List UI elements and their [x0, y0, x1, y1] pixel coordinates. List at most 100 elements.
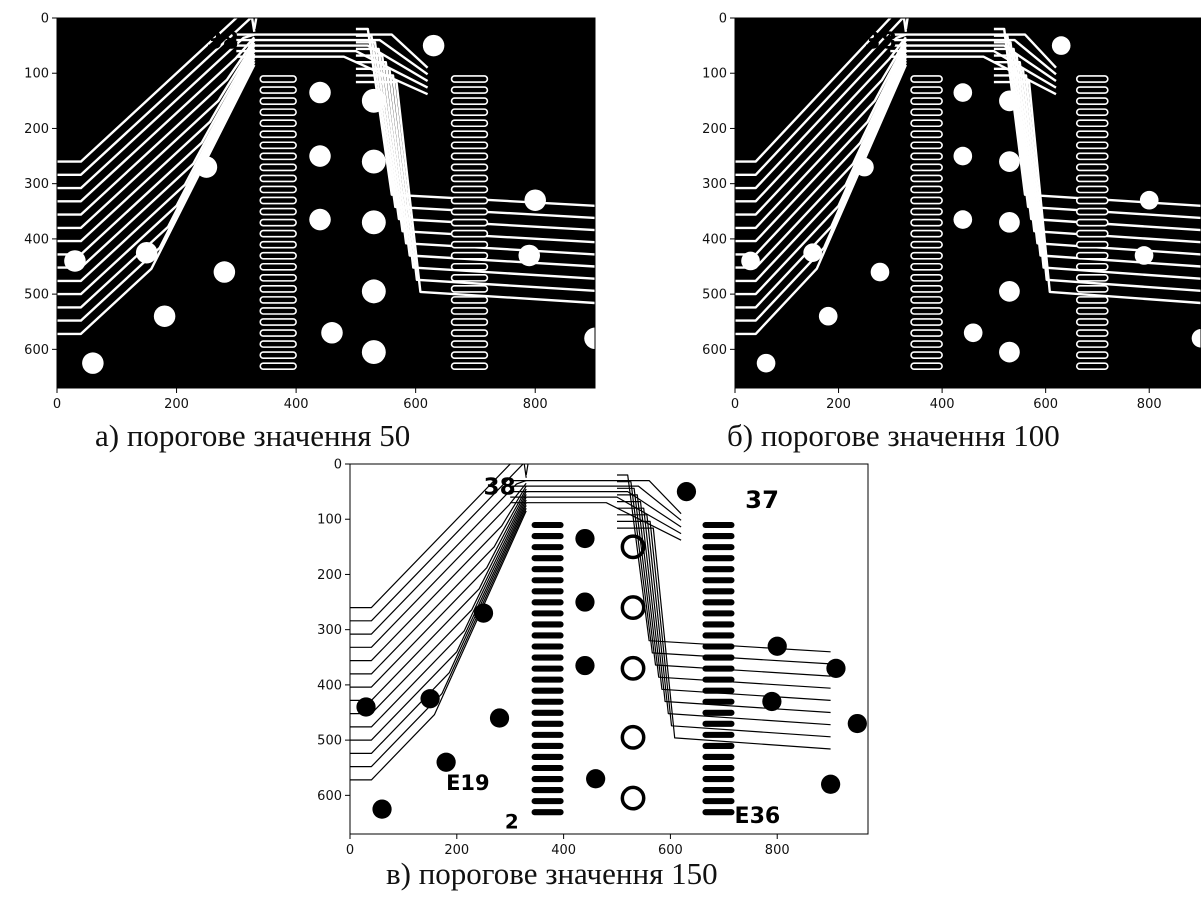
diagonal-trace: [735, 45, 907, 243]
connector-pad: [1075, 97, 1109, 105]
connector-pad: [910, 185, 943, 194]
diagonal-trace: [57, 18, 258, 163]
x-tick-label: 0: [731, 397, 739, 412]
connector-pad: [910, 296, 943, 304]
connector-pad: [259, 307, 297, 315]
y-tick-label: 600: [24, 343, 49, 358]
connector-pad: [450, 340, 489, 348]
connector-pad: [531, 521, 564, 529]
silkscreen-label: 38: [864, 27, 896, 54]
solder-pad: [855, 157, 874, 177]
connector-pad: [531, 665, 564, 672]
solder-pad: [741, 251, 760, 271]
connector-pad: [531, 577, 564, 584]
diagonal-trace: [350, 499, 527, 728]
connector-pad: [450, 130, 489, 139]
y-tick-label: 100: [24, 67, 49, 82]
solder-pad: [818, 306, 838, 326]
connector-pad: [910, 251, 943, 260]
connector-pad: [1075, 229, 1109, 238]
top-trace: [236, 44, 429, 83]
connector-pad: [450, 163, 489, 172]
right-trace: [993, 61, 1201, 268]
connector-pad: [1075, 240, 1109, 249]
connector-pad: [1075, 86, 1109, 94]
connector-pad: [910, 152, 943, 161]
diagonal-trace: [350, 502, 527, 741]
y-tick-label: 200: [317, 568, 342, 583]
connector-pad: [1075, 296, 1109, 304]
y-tick-label: 600: [702, 343, 727, 358]
connector-pad: [259, 362, 297, 371]
top-trace: [890, 55, 1057, 96]
via-ring: [999, 90, 1020, 112]
connector-pad: [910, 119, 943, 128]
x-tick-label: 600: [403, 397, 428, 412]
x-tick-label: 0: [346, 843, 354, 858]
diagonal-trace: [57, 58, 256, 309]
connector-pad: [702, 764, 735, 772]
x-tick-label: 800: [1137, 397, 1162, 412]
connector-pad: [702, 521, 735, 529]
connector-pad: [531, 588, 564, 595]
x-tick-label: 200: [444, 843, 469, 858]
diagonal-trace: [57, 33, 255, 190]
y-tick-label: 0: [334, 458, 342, 473]
x-tick-label: 200: [164, 397, 189, 412]
top-trace: [236, 49, 429, 89]
via-ring: [620, 724, 646, 750]
solder-pad: [321, 322, 343, 344]
connector-pad: [259, 130, 297, 139]
right-trace: [355, 54, 595, 256]
top-trace: [510, 491, 682, 528]
connector-pad: [450, 207, 489, 216]
right-trace: [355, 74, 595, 292]
top-trace: [510, 485, 682, 521]
connector-pad: [531, 709, 564, 716]
connector-pad: [259, 196, 297, 205]
connector-pad: [259, 318, 297, 326]
connector-pad: [450, 318, 489, 326]
diagonal-trace: [350, 480, 527, 635]
axes-frame: [734, 17, 1201, 389]
right-trace: [993, 27, 1201, 207]
connector-pad: [450, 152, 489, 161]
connector-pad: [531, 676, 564, 683]
solder-pad: [821, 774, 841, 794]
solder-pad: [524, 189, 546, 211]
connector-pad: [1075, 196, 1109, 205]
connector-pad: [531, 621, 564, 628]
connector-pad: [450, 185, 489, 194]
connector-pad: [1075, 318, 1109, 326]
axes-frame: [56, 17, 596, 389]
y-tick-label: 300: [702, 177, 727, 192]
connector-pad: [450, 229, 489, 238]
x-tick-label: 0: [53, 397, 61, 412]
connector-pad: [259, 141, 297, 150]
connector-pad: [531, 731, 564, 738]
diagonal-trace: [350, 505, 527, 754]
via-ring: [361, 340, 386, 365]
solder-pad: [436, 752, 456, 772]
x-tick-label: 400: [284, 397, 309, 412]
solder-pad: [575, 655, 595, 676]
solder-pad: [422, 34, 445, 57]
solder-pad: [1139, 190, 1159, 210]
y-tick-label: 200: [24, 122, 49, 137]
via-ring: [361, 149, 386, 174]
connector-pad: [259, 174, 297, 183]
caption-a: а) порогове значення 50: [95, 418, 411, 453]
connector-pad: [259, 119, 297, 128]
y-tick-label: 400: [317, 678, 342, 693]
top-trace: [236, 55, 429, 96]
connector-pad: [450, 296, 489, 304]
connector-pad: [702, 555, 735, 562]
y-tick-label: 100: [317, 513, 342, 528]
x-tick-label: 200: [826, 397, 851, 412]
solder-pad: [953, 83, 973, 102]
diagonal-trace: [735, 56, 907, 296]
via-ring: [620, 655, 646, 681]
diagonal-trace: [57, 44, 256, 243]
